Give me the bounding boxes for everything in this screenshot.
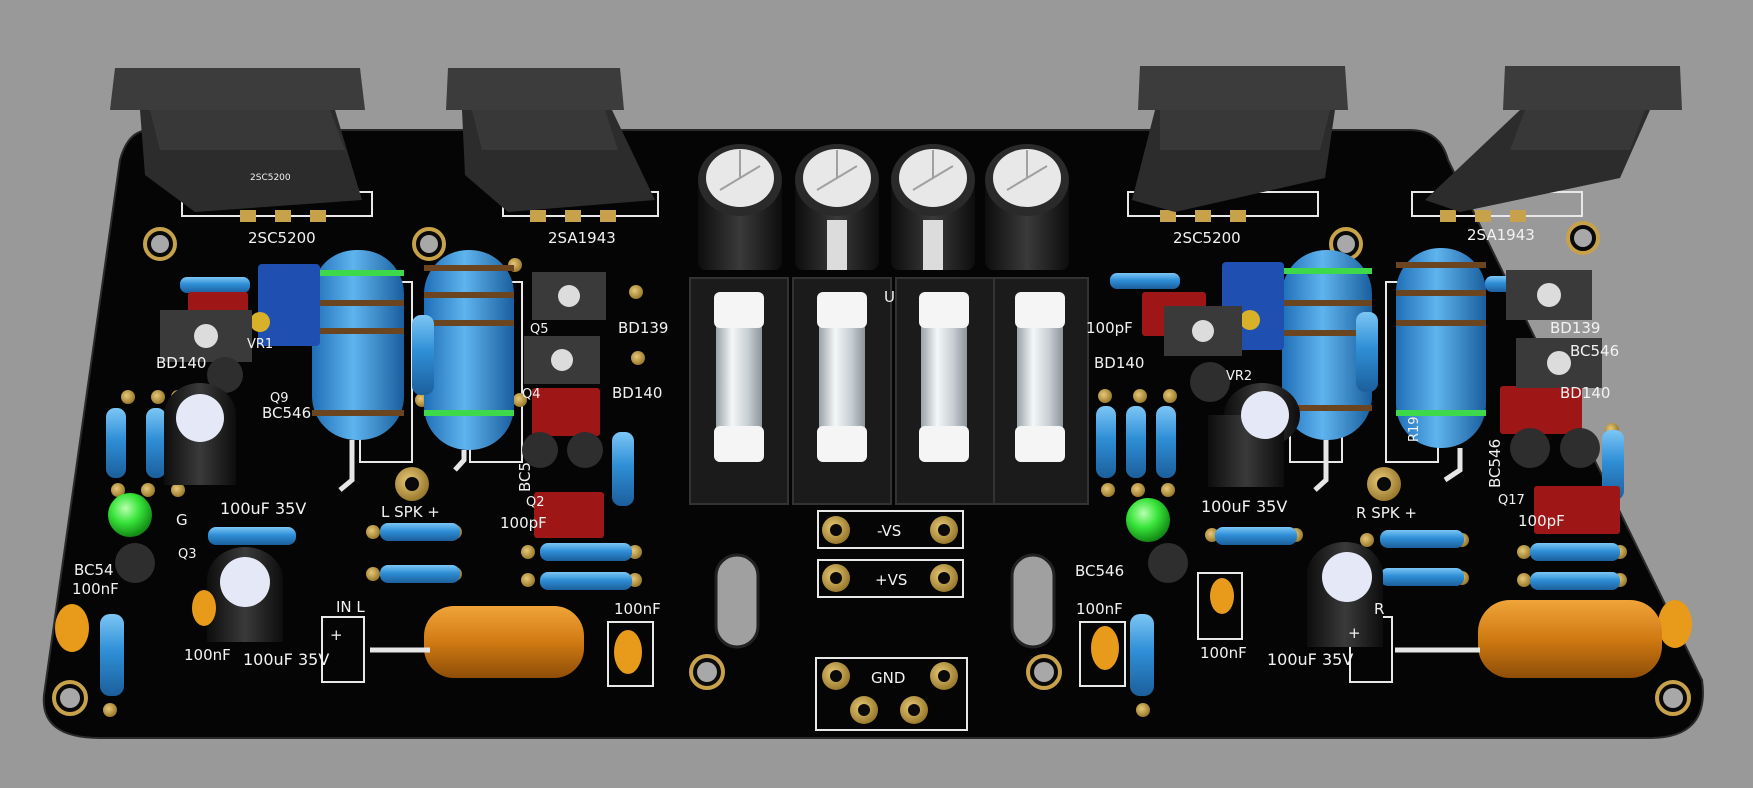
electrolytic-cap-row-top bbox=[698, 144, 1069, 270]
label-minus-vs: -VS bbox=[877, 522, 901, 540]
power-transistor-q-left-b bbox=[446, 68, 655, 212]
film-caps bbox=[424, 600, 1662, 678]
label-bd140-right-a: BD140 bbox=[1094, 354, 1144, 372]
label-2sa1943-left: 2SA1943 bbox=[548, 229, 616, 247]
label-bc546-c: BC546 bbox=[1486, 439, 1504, 488]
label-vr1: VR1 bbox=[247, 337, 273, 352]
power-resistor-leads bbox=[338, 440, 1463, 492]
ceramic-caps bbox=[55, 578, 1692, 674]
label-2sc5200-left: 2SC5200 bbox=[248, 229, 316, 247]
board-slot-right bbox=[1010, 553, 1056, 649]
small-electrolytic-caps bbox=[164, 383, 1383, 647]
label-q2: Q2 bbox=[526, 495, 545, 510]
label-r19: R19 bbox=[1407, 416, 1422, 442]
label-100nf-a: 100nF bbox=[72, 580, 119, 598]
label-bc546-b: BC546 bbox=[1075, 562, 1124, 580]
label-in-left: IN L bbox=[336, 598, 365, 616]
transistor-pads bbox=[240, 210, 1526, 222]
power-transistor-q-left-a: 2SC5200 bbox=[110, 68, 365, 212]
label-2sc5200-right: 2SC5200 bbox=[1173, 229, 1241, 247]
label-100nf-b: 100nF bbox=[184, 646, 231, 664]
label-100uf-b: 100uF 35V bbox=[243, 650, 329, 669]
label-bd139-left: BD139 bbox=[618, 319, 668, 337]
label-plus-a: + bbox=[330, 626, 343, 644]
label-100nf-c: 100nF bbox=[614, 600, 661, 618]
label-spk-left: L SPK + bbox=[381, 503, 440, 521]
power-resistors bbox=[312, 248, 1486, 450]
driver-transistors bbox=[160, 270, 1602, 388]
label-bd140-left: BD140 bbox=[612, 384, 662, 402]
mounting-holes bbox=[52, 221, 1691, 716]
fuse-holders bbox=[689, 277, 1089, 505]
small-resistors-horizontal bbox=[180, 273, 1620, 590]
label-100uf-c: 100uF 35V bbox=[1201, 497, 1287, 516]
mounting-hole-cores bbox=[60, 229, 1683, 708]
trimmer-vr1 bbox=[258, 264, 320, 346]
label-r-partial: R bbox=[1374, 600, 1384, 618]
label-2sa1943-right: 2SA1943 bbox=[1467, 226, 1535, 244]
label-bc54-partial: BC54 bbox=[74, 561, 114, 579]
label-100pf-c: 100pF bbox=[1518, 512, 1565, 530]
trimmer-vr2-screw bbox=[1240, 310, 1260, 330]
label-plus-b: + bbox=[1348, 624, 1361, 642]
signal-transistors bbox=[115, 357, 1600, 583]
label-q4: Q4 bbox=[522, 387, 541, 402]
label-100nf-e: 100nF bbox=[1200, 644, 1247, 662]
label-q9: Q9 bbox=[270, 391, 289, 406]
label-100pf-b: 100pF bbox=[1086, 319, 1133, 337]
trimmer-vr1-screw bbox=[250, 312, 270, 332]
label-q3: Q3 bbox=[178, 547, 197, 562]
power-transistor-q-right-a bbox=[1132, 66, 1348, 212]
led-right bbox=[1126, 498, 1170, 542]
label-fuse-u: U bbox=[884, 288, 895, 306]
label-q5: Q5 bbox=[530, 322, 549, 337]
board-slot-left bbox=[714, 553, 760, 649]
label-bd139-right: BD139 bbox=[1550, 319, 1600, 337]
label-bd140-right-b: BD140 bbox=[1560, 384, 1610, 402]
power-transistor-q-right-b bbox=[1425, 66, 1682, 212]
label-plus-vs: +VS bbox=[875, 571, 907, 589]
label-100nf-d: 100nF bbox=[1076, 600, 1123, 618]
label-vr2: VR2 bbox=[1226, 369, 1252, 384]
label-bd140-left-top: BD140 bbox=[156, 354, 206, 372]
small-pads bbox=[103, 258, 1627, 717]
label-led-g: G bbox=[176, 511, 188, 529]
led-left bbox=[108, 493, 152, 537]
power-terminal-pads bbox=[822, 516, 958, 724]
pad-large-right-core bbox=[1377, 477, 1391, 491]
label-gnd: GND bbox=[871, 669, 905, 687]
silkscreen-labels: 2SC5200 2SA1943 2SC5200 2SA1943 BD140 BD… bbox=[72, 226, 1619, 687]
label-spk-right: R SPK + bbox=[1356, 504, 1417, 522]
label-bc5-partial: BC5 bbox=[516, 462, 534, 492]
label-q17: Q17 bbox=[1498, 493, 1525, 508]
label-bc546-a: BC546 bbox=[262, 404, 311, 422]
label-100uf-d: 100uF 35V bbox=[1267, 650, 1353, 669]
label-bc546-d: BC546 bbox=[1570, 342, 1619, 360]
svg-text:2SC5200: 2SC5200 bbox=[250, 173, 291, 183]
label-100uf-a: 100uF 35V bbox=[220, 499, 306, 518]
label-100pf-a: 100pF bbox=[500, 514, 547, 532]
pad-large-left-core bbox=[405, 477, 419, 491]
